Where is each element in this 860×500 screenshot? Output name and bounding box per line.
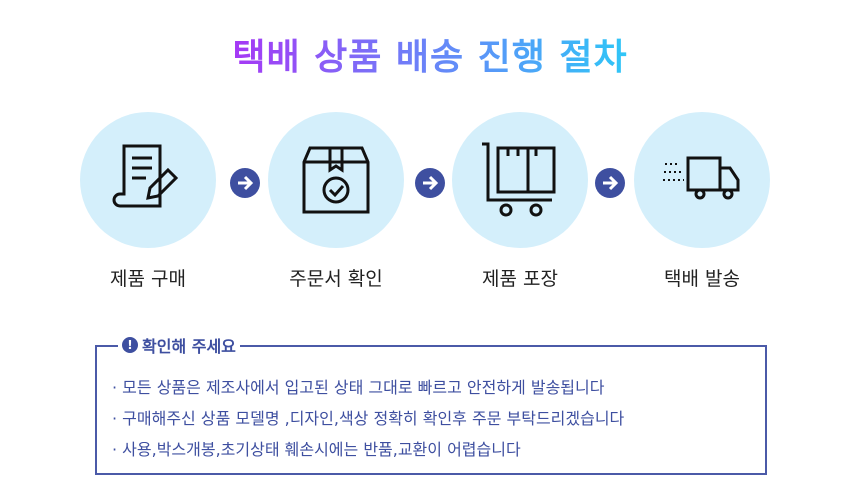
- step-label: 주문서 확인: [289, 268, 383, 290]
- document-pen-icon: [112, 144, 179, 208]
- box-check-icon: [302, 146, 370, 214]
- notice-heading: !확인해 주세요: [118, 333, 240, 357]
- arrow-right-icon: [595, 168, 625, 198]
- arrow-right-icon: [230, 168, 260, 198]
- delivery-truck-icon: [662, 156, 740, 200]
- step-order-check: [268, 112, 404, 248]
- page-title: 택배 상품 배송 진행 절차: [232, 37, 628, 78]
- cart-boxes-icon: [482, 142, 556, 217]
- notice-box: [95, 345, 767, 475]
- step-purchase: [80, 112, 216, 248]
- step-shipping: [634, 112, 770, 248]
- step-label: 택배 발송: [664, 268, 740, 290]
- notice-item: · 사용,박스개봉,초기상태 훼손시에는 반품,교환이 어렵습니다: [112, 440, 521, 459]
- step-label: 제품 포장: [482, 268, 558, 290]
- notice-item: · 모든 상품은 제조사에서 입고된 상태 그대로 빠르고 안전하게 발송됩니다: [112, 378, 605, 397]
- step-packing: [452, 112, 588, 248]
- notice-list: · 모든 상품은 제조사에서 입고된 상태 그대로 빠르고 안전하게 발송됩니다…: [112, 372, 624, 465]
- notice-heading-text: 확인해 주세요: [142, 337, 236, 356]
- arrow-right-icon: [415, 168, 445, 198]
- exclamation-icon: !: [122, 337, 138, 353]
- notice-item: · 구매해주신 상품 모델명 ,디자인,색상 정확히 확인후 주문 부탁드리겠습…: [112, 409, 625, 428]
- step-label: 제품 구매: [110, 268, 186, 290]
